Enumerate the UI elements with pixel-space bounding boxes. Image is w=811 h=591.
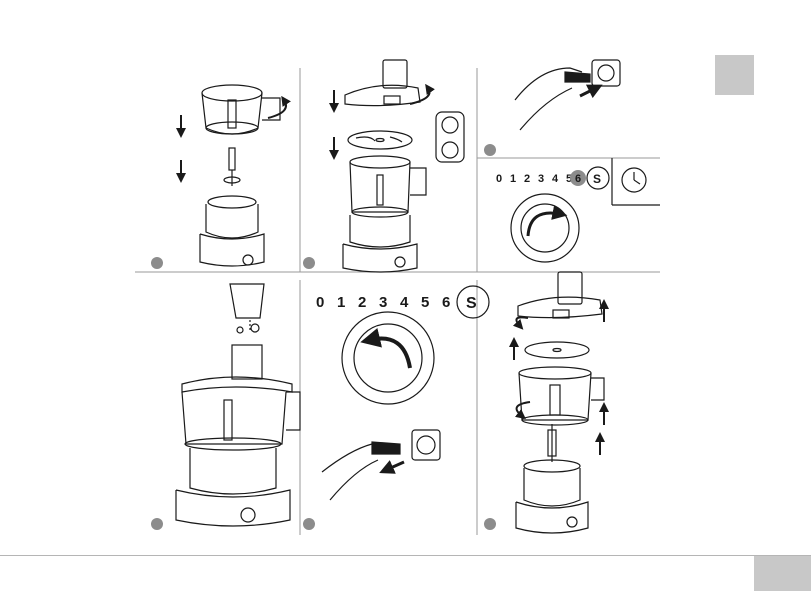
- lid-with-feed-tube-icon: [345, 60, 420, 106]
- step-badge-6: [484, 518, 496, 530]
- speed-digit: 1: [510, 173, 516, 185]
- speed-digit: 3: [538, 173, 544, 185]
- panel-5: 0 1 2 3 4 5 6 S: [303, 286, 489, 530]
- speed-digit: 0: [496, 173, 502, 185]
- drive-shaft-icon: [548, 424, 556, 462]
- timer-icon: [612, 158, 660, 205]
- drive-shaft-icon: [224, 148, 240, 186]
- speed-scale-small: 0 1 2 3 4 5 6 S: [496, 167, 609, 189]
- speed-digit: 4: [400, 294, 409, 311]
- motor-base-icon: [176, 448, 290, 526]
- speed-digit: 2: [358, 294, 366, 311]
- speed-dial-icon: [511, 194, 579, 262]
- step-badge-2: [303, 257, 315, 269]
- food-pusher-icon: [230, 284, 264, 333]
- rotate-arrow-icon: [516, 317, 528, 326]
- plug-in-arrow-icon: [580, 88, 596, 96]
- panel-3: 0 1 2 3 4 5 6 S: [484, 60, 660, 262]
- bowl-assembled-icon: [182, 377, 300, 450]
- speed-digit: 0: [316, 294, 324, 311]
- lid-with-feed-tube-icon: [518, 272, 602, 318]
- speed-digit: 3: [379, 294, 387, 311]
- bowl-icon: [202, 85, 280, 134]
- unplug-arrow-icon: [386, 462, 404, 470]
- speed-digit: 2: [524, 173, 530, 185]
- speed-digit: 6: [442, 294, 450, 311]
- panel-2: [303, 60, 464, 272]
- step-badge-5: [303, 518, 315, 530]
- motor-base-icon: [343, 215, 417, 272]
- step-badge-3: [484, 144, 496, 156]
- rotate-arrow-icon: [268, 100, 286, 118]
- motor-base-icon: [200, 196, 264, 266]
- pulse-label: S: [593, 172, 601, 186]
- slicing-disc-icon: [348, 131, 412, 149]
- bowl-assembled-icon: [350, 156, 426, 217]
- motor-base-icon: [516, 460, 588, 533]
- svg-text:0 1 2: 0 1 2 3 4 5: [496, 173, 572, 185]
- svg-text:0 1 2: 0 1 2 3 4 5 6: [316, 294, 450, 311]
- rotate-arrow-icon: [517, 402, 530, 416]
- hand-plug-icon: [515, 60, 620, 130]
- disc-options-icon: [436, 112, 464, 162]
- speed-scale-large: 0 1 2 3 4 5 6 S: [316, 286, 489, 318]
- panel-6: [484, 272, 604, 533]
- feed-tube-icon: [232, 345, 262, 379]
- panel-4: [151, 284, 300, 530]
- panel-1: [151, 85, 286, 269]
- speed-digit: 4: [552, 173, 559, 185]
- slicing-disc-icon: [525, 342, 589, 358]
- hand-unplug-icon: [322, 430, 440, 500]
- pulse-label: S: [466, 295, 477, 312]
- speed-dial-icon: [342, 312, 434, 404]
- selected-speed-digit: 6: [575, 173, 581, 185]
- speed-digit: 1: [337, 294, 345, 311]
- bowl-icon: [519, 367, 604, 425]
- speed-digit: 5: [421, 294, 429, 311]
- rotate-arrow-icon: [410, 88, 430, 104]
- step-badge-4: [151, 518, 163, 530]
- step-badge-1: [151, 257, 163, 269]
